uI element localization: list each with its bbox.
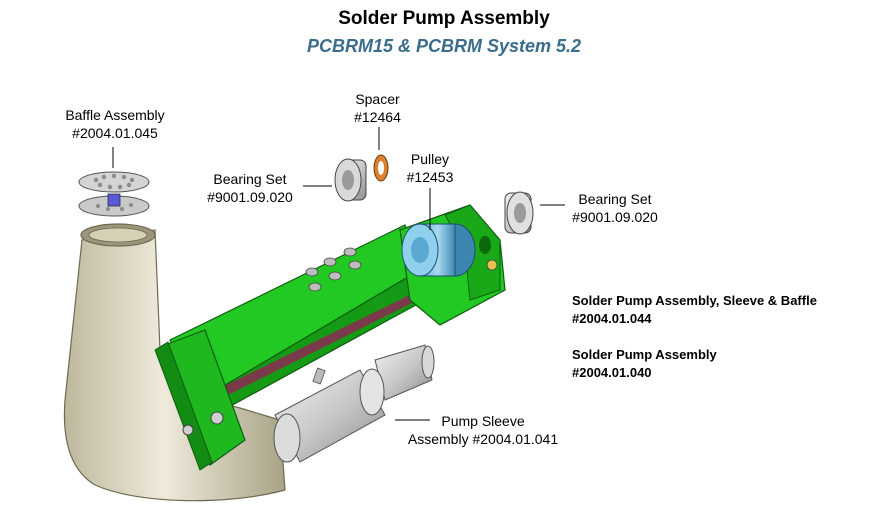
bearing-right-callout-part: #9001.09.020 bbox=[572, 209, 658, 225]
pulley-callout-part: #12453 bbox=[406, 169, 454, 185]
pulley-callout-name: Pulley bbox=[410, 151, 450, 167]
pump-sleeve-callout-line2: Assembly #2004.01.041 bbox=[407, 431, 559, 447]
baffle-callout: Baffle Assembly #2004.01.045 bbox=[50, 106, 180, 142]
note-assembly: Solder Pump Assembly #2004.01.040 bbox=[572, 346, 872, 382]
spacer-callout: Spacer #12464 bbox=[330, 90, 425, 126]
pump-sleeve-part bbox=[273, 344, 435, 463]
note-assembly-part: #2004.01.040 bbox=[572, 365, 652, 380]
bearing-left-callout-name: Bearing Set bbox=[213, 171, 287, 187]
pulley-part bbox=[401, 223, 476, 277]
bearing-set-left-part bbox=[334, 158, 367, 202]
page-subtitle: PCBRM15 & PCBRM System 5.2 bbox=[306, 36, 582, 56]
note-sleeve-baffle-part: #2004.01.044 bbox=[572, 311, 652, 326]
pump-sleeve-callout: Pump Sleeve Assembly #2004.01.041 bbox=[398, 412, 568, 448]
page-title: Solder Pump Assembly bbox=[338, 8, 550, 29]
baffle-assembly-part bbox=[78, 171, 150, 217]
bearing-set-right-part bbox=[504, 191, 534, 235]
baffle-callout-name: Baffle Assembly bbox=[65, 107, 165, 123]
leader-lines bbox=[112, 127, 565, 421]
bearing-left-callout-part: #9001.09.020 bbox=[207, 189, 293, 205]
bearing-left-callout: Bearing Set #9001.09.020 bbox=[200, 170, 300, 206]
bearing-right-callout-name: Bearing Set bbox=[578, 191, 652, 207]
bearing-right-callout: Bearing Set #9001.09.020 bbox=[565, 190, 665, 226]
spacer-part bbox=[373, 154, 389, 182]
pulley-callout: Pulley #12453 bbox=[395, 150, 465, 186]
spacer-callout-part: #12464 bbox=[354, 109, 401, 125]
note-assembly-name: Solder Pump Assembly bbox=[572, 347, 717, 362]
pump-sleeve-callout-line1: Pump Sleeve bbox=[441, 413, 525, 429]
spacer-callout-name: Spacer bbox=[355, 91, 400, 107]
baffle-callout-part: #2004.01.045 bbox=[72, 125, 158, 141]
note-sleeve-baffle: Solder Pump Assembly, Sleeve & Baffle #2… bbox=[572, 292, 872, 328]
note-sleeve-baffle-name: Solder Pump Assembly, Sleeve & Baffle bbox=[572, 293, 817, 308]
